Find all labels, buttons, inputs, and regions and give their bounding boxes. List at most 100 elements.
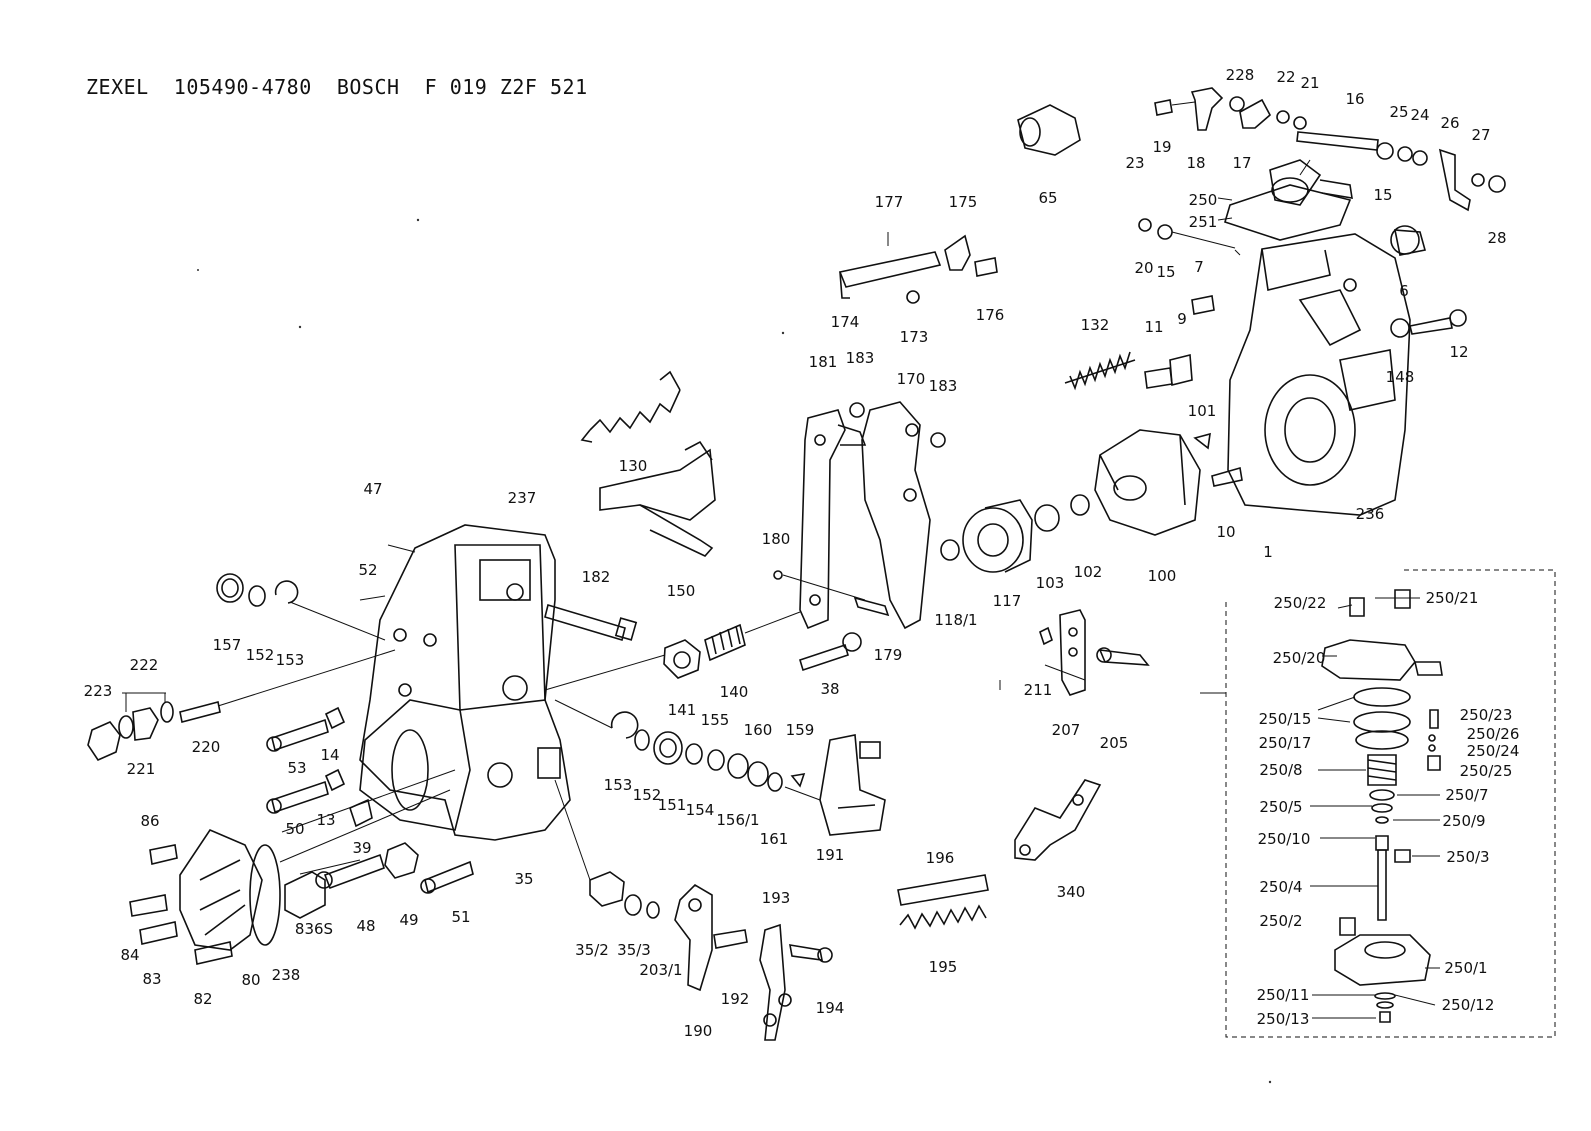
part-label: 19 xyxy=(1152,138,1171,156)
governor-small-parts xyxy=(1064,218,1236,391)
part-label: 222 xyxy=(130,656,159,674)
part-label: 9 xyxy=(1177,310,1187,328)
part-label: 148 xyxy=(1386,368,1415,386)
part-labels: 228 22 21 16 19 18 17 23 250 251 15 25 2… xyxy=(84,66,1520,1040)
part-label: 196 xyxy=(926,849,955,867)
part-label: 228 xyxy=(1226,66,1255,84)
part-label: 52 xyxy=(358,561,377,579)
part-label: 174 xyxy=(831,313,860,331)
part-label: 250/1 xyxy=(1444,959,1487,977)
control-shaft xyxy=(1296,131,1506,212)
part-label: 17 xyxy=(1232,154,1251,172)
lower-bolts xyxy=(284,842,474,919)
part-label: 251 xyxy=(1189,213,1218,231)
part-label: 191 xyxy=(816,846,845,864)
part-label: 154 xyxy=(686,801,715,819)
part-label: 153 xyxy=(604,776,633,794)
governor-lever-181 xyxy=(799,409,867,630)
adjust-screw-140 xyxy=(544,611,801,691)
part-label: 65 xyxy=(1038,189,1057,207)
part-label: 48 xyxy=(356,917,375,935)
bracket-191 xyxy=(819,734,886,836)
spring-130 xyxy=(580,370,681,443)
part-label: 250/17 xyxy=(1259,734,1312,752)
part-label: 177 xyxy=(875,193,904,211)
part-label: 11 xyxy=(1144,318,1163,336)
end-cover-80 xyxy=(129,829,281,965)
part-label: 155 xyxy=(701,711,730,729)
part-label: 83 xyxy=(142,970,161,988)
part-label: 250/7 xyxy=(1445,786,1488,804)
part-label: 179 xyxy=(874,646,903,664)
part-label: 24 xyxy=(1410,106,1429,124)
part-label: 53 xyxy=(287,759,306,777)
adjust-screw-220 xyxy=(87,692,221,762)
leader-lines xyxy=(217,159,1440,1019)
part-label: 20 xyxy=(1134,259,1153,277)
lever-150 xyxy=(599,440,716,557)
part-label: 250/15 xyxy=(1259,710,1312,728)
part-label: 182 xyxy=(582,568,611,586)
part-label: 1 xyxy=(1263,543,1273,561)
part-label: 27 xyxy=(1471,126,1490,144)
part-label: 250/9 xyxy=(1442,812,1485,830)
part-label: 80 xyxy=(241,971,260,989)
part-label: 153 xyxy=(276,651,305,669)
part-label: 250/25 xyxy=(1460,762,1513,780)
part-label: 141 xyxy=(668,701,697,719)
part-label: 16 xyxy=(1345,90,1364,108)
part-label: 35 xyxy=(514,870,533,888)
part-label: 51 xyxy=(451,908,470,926)
part-label: 38 xyxy=(820,680,839,698)
solenoid-assembly-250 xyxy=(1321,589,1443,1023)
part-label: 103 xyxy=(1036,574,1065,592)
part-label: 203/1 xyxy=(639,961,682,979)
part-label: 39 xyxy=(352,839,371,857)
part-label: 21 xyxy=(1300,74,1319,92)
part-label: 211 xyxy=(1024,681,1053,699)
part-label: 151 xyxy=(658,796,687,814)
part-label: 157 xyxy=(213,636,242,654)
part-label: 117 xyxy=(993,592,1022,610)
part-label: 12 xyxy=(1449,343,1468,361)
spring-195 xyxy=(897,874,989,930)
part-label: 132 xyxy=(1081,316,1110,334)
seal-row-151 xyxy=(554,699,821,801)
part-label: 223 xyxy=(84,682,113,700)
part-label: 237 xyxy=(508,489,537,507)
part-label: 35/3 xyxy=(617,941,651,959)
linkage-174 xyxy=(838,232,998,304)
part-label: 23 xyxy=(1125,154,1144,172)
part-label: 250/21 xyxy=(1426,589,1479,607)
part-label: 250/11 xyxy=(1257,986,1310,1004)
part-label: 161 xyxy=(760,830,789,848)
part-label: 7 xyxy=(1194,258,1204,276)
part-label: 160 xyxy=(744,721,773,739)
part-label: 238 xyxy=(272,966,301,984)
pump-housing-237 xyxy=(359,524,571,841)
part-label: 190 xyxy=(684,1022,713,1040)
part-label: 250/4 xyxy=(1259,878,1302,896)
valve-parts-35 xyxy=(554,779,660,919)
part-label: 47 xyxy=(363,480,382,498)
bracket-207 xyxy=(1039,609,1150,696)
part-label: 15 xyxy=(1156,263,1175,281)
part-label: 180 xyxy=(762,530,791,548)
part-label: 183 xyxy=(846,349,875,367)
subassembly-250-boundary xyxy=(1225,569,1556,1038)
part-label: 220 xyxy=(192,738,221,756)
part-label: 35/2 xyxy=(575,941,609,959)
part-label: 250/12 xyxy=(1442,996,1495,1014)
part-label: 176 xyxy=(976,306,1005,324)
part-label: 207 xyxy=(1052,721,1081,739)
part-label: 195 xyxy=(929,958,958,976)
governor-sleeve xyxy=(940,494,1090,573)
flyweight-holder xyxy=(1094,429,1243,536)
hex-nut-65 xyxy=(1017,104,1081,156)
part-label: 192 xyxy=(721,990,750,1008)
part-label: 221 xyxy=(127,760,156,778)
part-label: 250/22 xyxy=(1274,594,1327,612)
part-label: 10 xyxy=(1216,523,1235,541)
part-label: 194 xyxy=(816,999,845,1017)
part-label: 25 xyxy=(1389,103,1408,121)
